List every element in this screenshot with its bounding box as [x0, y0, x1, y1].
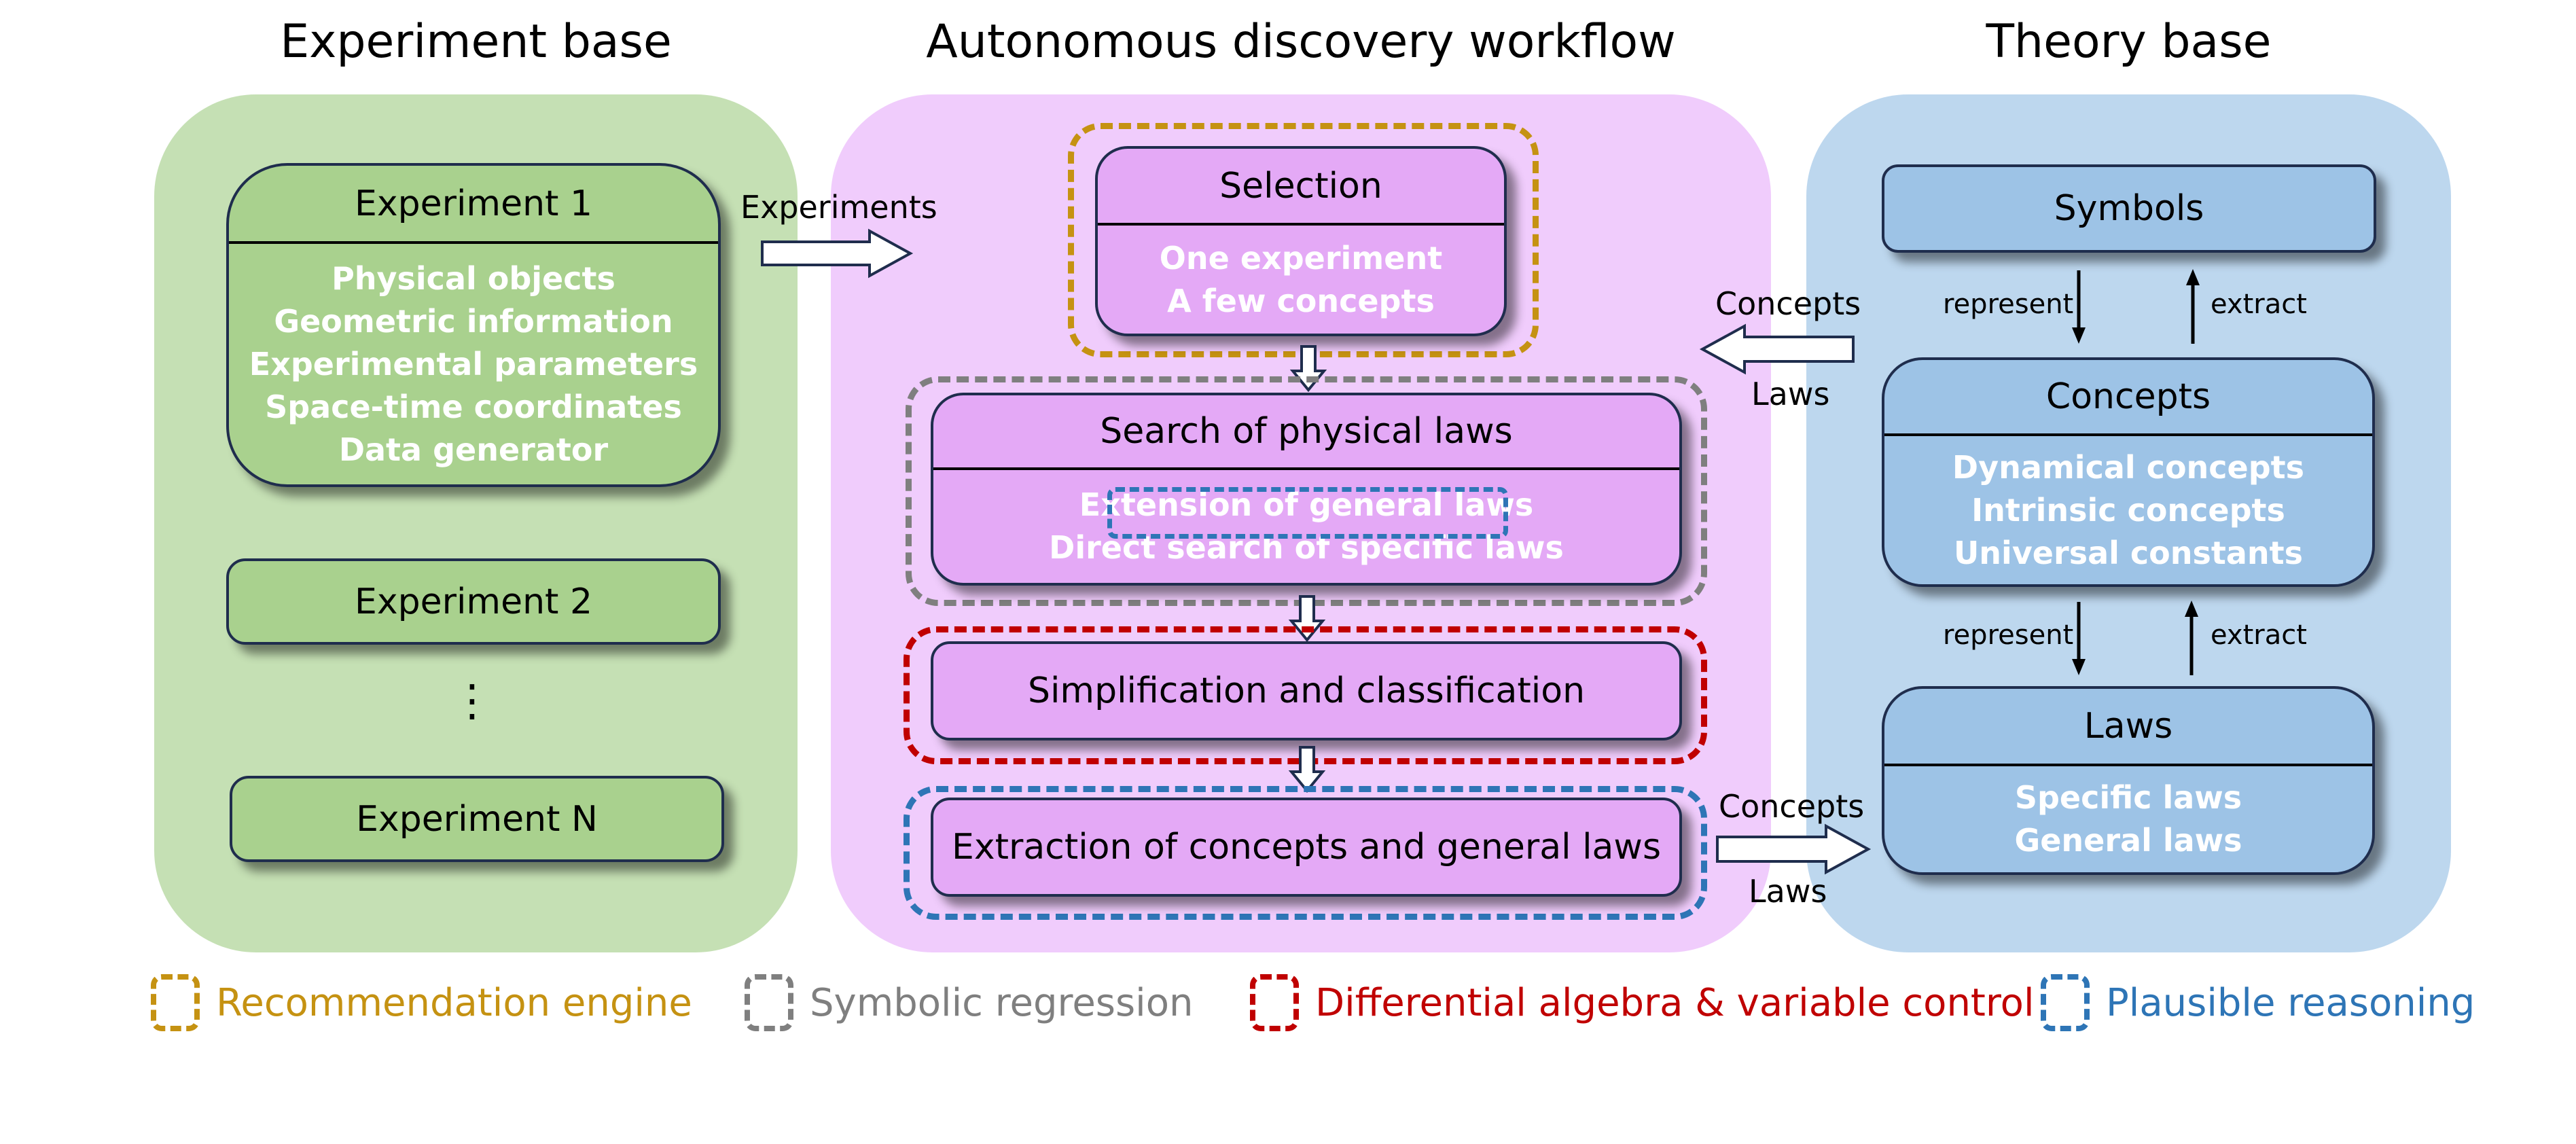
experiment-1-body: Physical objects Geometric information E… [229, 244, 718, 484]
experiment-base-title: Experiment base [280, 15, 672, 69]
concepts-card[interactable]: Concepts Dynamical concepts Intrinsic co… [1882, 357, 2375, 587]
laws-title: Laws [2083, 706, 2173, 747]
legend-swatch-icon [1250, 974, 1299, 1031]
laws-item: Specific laws [2014, 779, 2242, 816]
simplification-card[interactable]: Simplification and classification [931, 641, 1682, 740]
ellipsis-icon: ⋮ [450, 676, 494, 726]
experiment-1-item: Physical objects [332, 260, 615, 297]
experiment-1-item: Experimental parameters [249, 345, 698, 382]
experiment-1-item: Geometric information [274, 302, 673, 340]
concepts-item: Universal constants [1953, 534, 2304, 571]
legend-swatch-icon [2041, 974, 2090, 1031]
selection-header: Selection [1098, 149, 1504, 226]
represent-label-2: represent [1943, 620, 2074, 651]
represent-arrow-icon [2072, 602, 2086, 675]
experiment-1-item: Space-time coordinates [265, 388, 682, 425]
concepts-title: Concepts [2045, 376, 2211, 417]
concepts-header: Concepts [1884, 360, 2372, 436]
search-header: Search of physical laws [933, 395, 1679, 470]
selection-item: A few concepts [1167, 283, 1435, 319]
legend-label: Differential algebra & variable control [1315, 980, 2035, 1025]
search-item-extension: Extension of general laws [1079, 486, 1534, 523]
legend-item-plausible-reasoning: Plausible reasoning [2041, 970, 2475, 1035]
symbols-title: Symbols [2054, 188, 2204, 229]
laws-item: General laws [2014, 822, 2242, 859]
legend-item-recommendation-engine: Recommendation engine [151, 970, 692, 1035]
workflow-to-theory-bottom-label: Laws [1749, 873, 1827, 910]
extraction-card[interactable]: Extraction of concepts and general laws [931, 798, 1682, 897]
theory-base-title: Theory base [1986, 15, 2272, 69]
extract-label-2: extract [2211, 620, 2307, 651]
legend-item-differential-algebra: Differential algebra & variable control [1250, 970, 2035, 1035]
simplification-title: Simplification and classification [1027, 671, 1586, 711]
represent-label-1: represent [1943, 289, 2074, 320]
experiments-arrow-icon [761, 228, 914, 279]
extract-arrow-icon [2185, 601, 2198, 675]
plausible-reasoning-inner-boundary [1107, 487, 1508, 539]
legend-swatch-icon [151, 974, 200, 1031]
experiment-n-title: Experiment N [356, 798, 598, 840]
represent-arrow-icon [2072, 270, 2086, 344]
experiment-1-item: Data generator [338, 431, 609, 468]
selection-body: One experiment A few concepts [1098, 226, 1504, 334]
extraction-title: Extraction of concepts and general laws [951, 827, 1662, 868]
concepts-body: Dynamical concepts Intrinsic concepts Un… [1884, 436, 2372, 584]
legend-label: Recommendation engine [216, 980, 692, 1025]
symbols-card[interactable]: Symbols [1882, 164, 2376, 253]
laws-body: Specific laws General laws [1884, 766, 2372, 872]
left-arrow-icon [1699, 323, 1855, 375]
experiment-n-card[interactable]: Experiment N [230, 776, 724, 862]
laws-card[interactable]: Laws Specific laws General laws [1882, 686, 2375, 875]
plausible-reasoning-boundary [904, 786, 1707, 920]
workflow-to-theory-top-label: Concepts [1719, 788, 1865, 825]
experiment-2-title: Experiment 2 [354, 581, 593, 622]
down-arrow-icon [1288, 746, 1326, 793]
selection-item: One experiment [1159, 240, 1443, 276]
workflow-title: Autonomous discovery workflow [926, 15, 1676, 69]
legend-item-symbolic-regression: Symbolic regression [745, 970, 1193, 1035]
experiment-1-title: Experiment 1 [354, 183, 593, 224]
legend-swatch-icon [745, 974, 793, 1031]
legend-label: Symbolic regression [810, 980, 1194, 1025]
search-title: Search of physical laws [1100, 411, 1513, 452]
selection-title: Selection [1219, 165, 1382, 207]
concepts-item: Dynamical concepts [1952, 448, 2305, 486]
extract-arrow-icon [2186, 269, 2200, 344]
concepts-item: Intrinsic concepts [1971, 491, 2285, 529]
theory-to-workflow-bottom-label: Laws [1751, 376, 1830, 412]
experiment-2-card[interactable]: Experiment 2 [226, 558, 721, 645]
theory-to-workflow-top-label: Concepts [1715, 285, 1861, 322]
experiment-1-header: Experiment 1 [229, 166, 718, 244]
laws-header: Laws [1884, 689, 2372, 766]
experiment-1-card[interactable]: Experiment 1 Physical objects Geometric … [226, 163, 721, 487]
experiments-arrow-label: Experiments [740, 189, 937, 226]
selection-card[interactable]: Selection One experiment A few concepts [1095, 146, 1507, 336]
right-arrow-icon [1716, 823, 1872, 875]
extract-label-1: extract [2211, 289, 2307, 320]
legend-label: Plausible reasoning [2106, 980, 2475, 1025]
